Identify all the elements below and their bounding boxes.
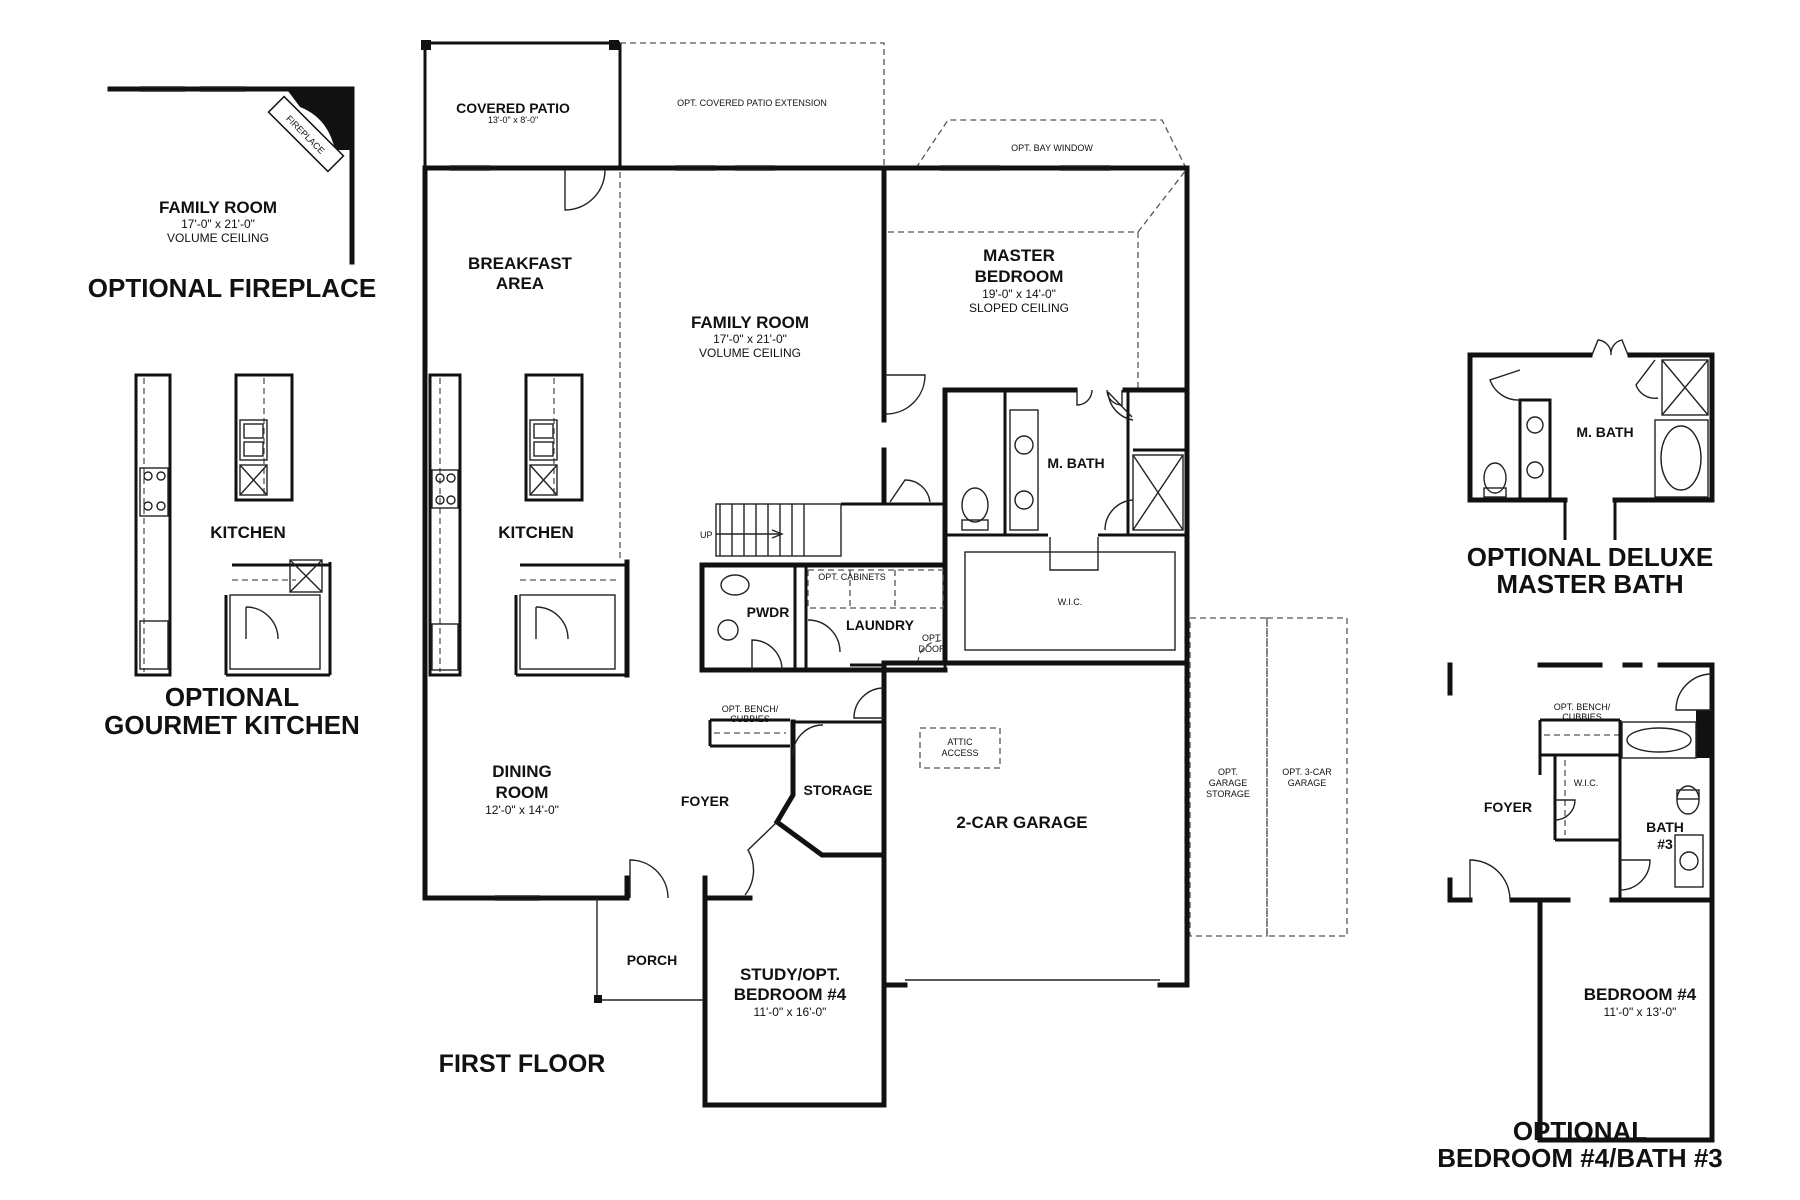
breakfast-area-label-line2: AREA [496,274,544,293]
opt-cabinets-label: OPT. CABINETS [818,572,886,582]
optional-deluxe-master-bath-section: M. BATH OPTIONAL DELUXE MASTER BATH [1467,339,1715,599]
opt4-bench-label-line2: CUBBIES [1562,712,1602,722]
opt-bench-label-line1: OPT. BENCH/ [722,704,779,714]
pwdr-toilet [720,574,750,596]
kitchen-label: KITCHEN [498,523,574,542]
master-bedroom-label-line1: MASTER [983,246,1055,265]
front-door[interactable] [629,859,669,899]
master-bath-label: M. BATH [1047,455,1104,471]
optional-bedroom4-bath3-section: OPT. BENCH/ CUBBIES W.I.C. FOYER BATH #3… [1437,662,1723,1173]
opt-door-label-line2: DOOR [919,644,947,654]
attic-access-line2: ACCESS [941,748,978,758]
opt4-bath-label-line2: #3 [1657,836,1673,852]
deluxe-master-bath-title-line1: OPTIONAL DELUXE [1467,542,1714,572]
garage-label: 2-CAR GARAGE [956,813,1087,832]
dining-room-size: 12'-0" x 14'-0" [485,803,559,817]
optional-fireplace-title: OPTIONAL FIREPLACE [88,273,376,303]
opt-garage-storage-line1: OPT. [1218,767,1238,777]
covered-patio-label: COVERED PATIO [456,100,570,116]
family-room-label: FAMILY ROOM [691,313,809,332]
pwdr-label: PWDR [747,604,790,620]
covered-patio-size: 13'-0" x 8'-0" [488,115,538,125]
wic-label: W.I.C. [1058,597,1083,607]
foyer-label: FOYER [681,793,729,809]
porch-label: PORCH [627,952,678,968]
optional-fireplace-section: FIREPLACE FAMILY ROOM 17'-0" x 21'-0" VO… [88,86,376,303]
master-bath-toilet [961,487,989,523]
fireplace-room-name: FAMILY ROOM [159,198,277,217]
opt4-bench-label-line1: OPT. BENCH/ [1554,702,1611,712]
study-size: 11'-0" x 16'-0" [754,1005,827,1019]
dining-room-label-line2: ROOM [496,783,549,802]
first-floor-title: FIRST FLOOR [439,1050,606,1078]
opt-3car-garage-line2: GARAGE [1288,778,1327,788]
master-bedroom-size: 19'-0" x 14'-0" [982,287,1056,301]
fireplace-hearth [288,91,350,150]
stairs: UP [700,479,945,557]
master-bedroom-door[interactable] [885,374,926,415]
patio-door[interactable] [564,169,606,211]
first-floor-plan: COVERED PATIO 13'-0" x 8'-0" OPT. COVERE… [421,40,1348,1108]
fireplace-room-note: VOLUME CEILING [167,231,269,245]
deluxe-master-bath-label: M. BATH [1576,424,1633,440]
opt4-wic-label: W.I.C. [1574,778,1599,788]
opt-3car-garage-line1: OPT. 3-CAR [1282,767,1332,777]
gourmet-kitchen-title-line1: OPTIONAL [165,682,299,712]
opt4-bedroom-label: BEDROOM #4 [1584,985,1697,1004]
dining-room-label-line1: DINING [492,762,552,781]
opt-garage-storage-line3: STORAGE [1206,789,1250,799]
optional-gourmet-kitchen-section: KITCHEN OPTIONAL GOURMET KITCHEN [104,373,360,740]
opt-door-label-line1: OPT. [922,633,942,643]
study-label-line1: STUDY/OPT. [740,965,840,984]
master-bath-door[interactable] [1076,389,1123,406]
study-label-line2: BEDROOM #4 [734,985,847,1004]
stairs-up-label: UP [700,530,713,540]
master-bedroom-label-line2: BEDROOM [975,267,1064,286]
opt4-bedroom-size: 11'-0" x 13'-0" [1604,1005,1677,1019]
family-room-note: VOLUME CEILING [699,346,801,360]
opt-bench-label-line2: CUBBIES [730,714,770,724]
opt4-bath-label-line1: BATH [1646,819,1684,835]
breakfast-area-label-line1: BREAKFAST [468,254,573,273]
opt4-foyer-label: FOYER [1484,799,1532,815]
wic-door-opening[interactable] [1049,537,1099,571]
fireplace-room-size: 17'-0" x 21'-0" [181,217,255,231]
gourmet-kitchen-title-line2: GOURMET KITCHEN [104,710,360,740]
opt4-title-line2: BEDROOM #4/BATH #3 [1437,1143,1723,1173]
windows [450,165,1110,901]
attic-access-line1: ATTIC [947,737,973,747]
family-room-size: 17'-0" x 21'-0" [713,332,787,346]
deluxe-master-bath-title-line2: MASTER BATH [1496,569,1683,599]
master-bedroom-note: SLOPED CEILING [969,301,1069,315]
laundry-label: LAUNDRY [846,617,915,633]
opt-bay-window-label: OPT. BAY WINDOW [1011,143,1093,153]
gourmet-kitchen-label: KITCHEN [210,523,286,542]
opt-garage-storage-line2: GARAGE [1209,778,1248,788]
opt-covered-patio-extension-label: OPT. COVERED PATIO EXTENSION [677,98,827,108]
opt4-title-line1: OPTIONAL [1513,1116,1647,1146]
storage-label: STORAGE [804,782,873,798]
